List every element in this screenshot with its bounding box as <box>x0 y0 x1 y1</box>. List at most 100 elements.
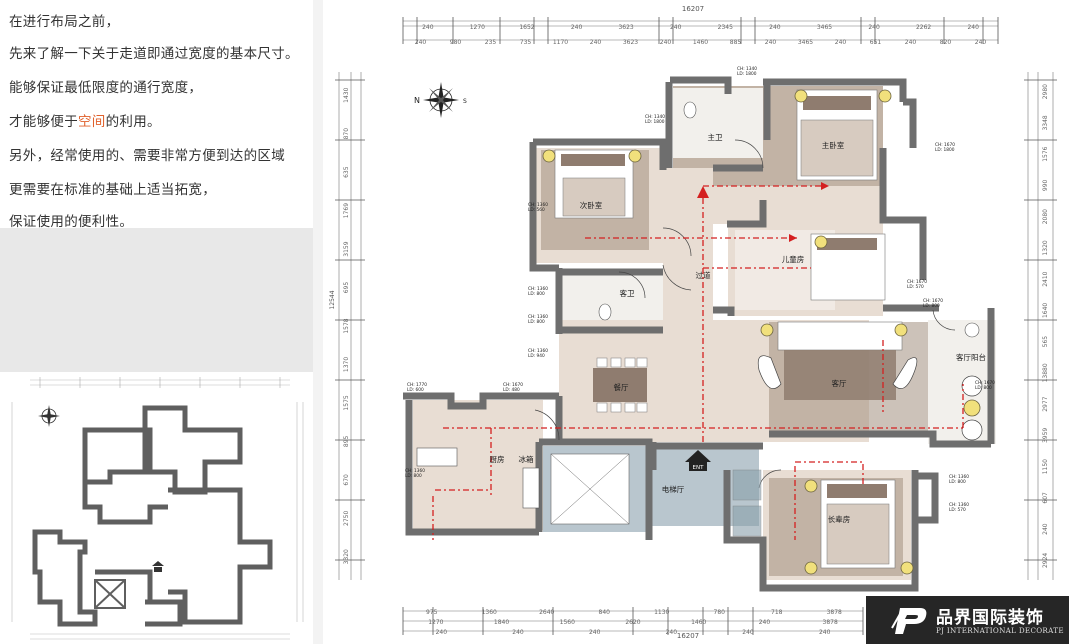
room-guest-bath: 客卫 <box>620 288 635 298</box>
dimension-label-left: 670 <box>343 474 350 486</box>
window-tag-ld: LD: 570 <box>949 507 966 513</box>
intro-line-7: 保证使用的便利性。 <box>9 214 134 230</box>
intro-text-card: 在进行布局之前， 先来了解一下关于走道即通过宽度的基本尺寸。 能够保证最低限度的… <box>0 0 313 230</box>
dimension-label-bottom: 1840 <box>494 619 509 626</box>
compass-s: S <box>463 98 467 105</box>
dimension-label-top: 240 <box>868 24 880 31</box>
dimension-label-top: 3465 <box>817 24 832 31</box>
dimension-label-left: 695 <box>343 282 350 294</box>
window-tag-ld: LD: 800 <box>528 319 545 325</box>
room-kids: 儿童房 <box>782 254 805 264</box>
window-tag-ch: CH: 1360 <box>528 348 548 354</box>
dimension-label-top: 240 <box>660 39 672 46</box>
dimension-label-top: 240 <box>670 24 682 31</box>
brand-name-cn: 品界国际装饰 <box>936 608 1044 628</box>
window-tag-ch: CH: 1670 <box>975 380 995 386</box>
window-tag-ld: LD: 800 <box>975 385 992 391</box>
window-tag-ch: CH: 1360 <box>405 468 425 474</box>
window-tag-ld: LD: 1800 <box>935 147 955 153</box>
dimension-label-right: 1576 <box>1042 146 1049 161</box>
dimension-label-right: 2977 <box>1042 396 1049 411</box>
entry-label: ENT <box>693 465 705 471</box>
room-elevator-hall: 电梯厅 <box>662 484 685 494</box>
room-corridor: 过道 <box>696 270 711 280</box>
dimension-label-top: 240 <box>590 39 602 46</box>
dimension-label-left: 1769 <box>343 203 350 218</box>
dimension-label-right: 2924 <box>1042 553 1049 568</box>
intro-line-6: 更需要在标准的基础上适当拓宽， <box>9 182 216 198</box>
flow-arrow-kids <box>789 234 797 242</box>
room-master-bath: 主卫 <box>708 132 723 142</box>
dimension-label-bottom: 2620 <box>625 619 640 626</box>
dimension-label-bottom: 2640 <box>539 609 554 616</box>
dimension-label-top: 3623 <box>623 39 638 46</box>
window-tag-ld: LD: 800 <box>405 473 422 479</box>
circulation-flow-lines <box>432 185 964 540</box>
window-tag-ld: LD: 800 <box>949 479 966 485</box>
dimension-label-top: 240 <box>765 39 777 46</box>
column-divider <box>313 0 323 644</box>
dimension-label-bottom: 240 <box>759 619 771 626</box>
dimension-label-right: 565 <box>1042 336 1049 348</box>
overall-width-dim: 16207 <box>682 5 704 13</box>
compass-n: N <box>414 96 420 105</box>
dimension-label-top: 1652 <box>519 24 534 31</box>
window-tag-ch: CH: 1340 <box>737 66 757 72</box>
window-tag-ld: LD: 800 <box>528 291 545 297</box>
dimension-label-left: 2750 <box>343 510 350 525</box>
dimension-label-right: 1150 <box>1042 459 1049 474</box>
dimension-label-top: 885 <box>730 39 742 46</box>
dimension-label-right: 990 <box>1042 179 1049 191</box>
window-tag-ch: CH: 1670 <box>923 298 943 304</box>
dimension-label-left: 1578 <box>343 318 350 333</box>
window-tag-ld: LD: 480 <box>503 387 520 393</box>
dimension-label-bottom: 780 <box>714 609 726 616</box>
dimension-label-bottom: 1360 <box>482 609 497 616</box>
overall-width-dim-bottom: 16207 <box>677 632 699 640</box>
dimension-label-top: 240 <box>905 39 917 46</box>
dimension-label-bottom: 840 <box>599 609 611 616</box>
outline-plan-drawing <box>11 377 304 640</box>
dimension-label-bottom: 3878 <box>823 619 838 626</box>
overall-depth-dim: 12544 <box>329 290 336 309</box>
dimension-label-left: 1575 <box>343 395 350 410</box>
thumbnail-entry-icon <box>152 561 164 572</box>
dimension-label-right: 1320 <box>1042 240 1049 255</box>
dimension-label-top: 240 <box>835 39 847 46</box>
dimension-label-right: 607 <box>1042 492 1049 504</box>
intro-line-1: 在进行布局之前， <box>9 14 120 30</box>
dimension-label-bottom: 240 <box>436 629 448 636</box>
dimension-label-top: 1460 <box>693 39 708 46</box>
flow-arrow-right <box>821 182 829 190</box>
dimension-label-bottom: 240 <box>589 629 601 636</box>
dimension-label-left: 3320 <box>343 549 350 564</box>
dimension-label-top: 980 <box>450 39 462 46</box>
dimension-label-top: 3623 <box>618 24 633 31</box>
left-column: 在进行布局之前， 先来了解一下关于走道即通过宽度的基本尺寸。 能够保证最低限度的… <box>0 0 313 644</box>
dimension-label-top: 240 <box>975 39 987 46</box>
compass-icon: N S <box>414 82 467 118</box>
room-living-balcony: 客厅阳台 <box>956 352 986 362</box>
dimension-label-bottom: 718 <box>771 609 783 616</box>
dimension-label-bottom: 240 <box>819 629 831 636</box>
window-tag-ld: LD: 1800 <box>737 71 757 77</box>
pj-logo-icon <box>891 608 927 634</box>
dimension-label-bottom: 240 <box>742 629 754 636</box>
window-tag-ch: CH: 1670 <box>907 279 927 285</box>
dimension-label-bottom: 1460 <box>691 619 706 626</box>
floor-areas <box>413 86 996 580</box>
window-tag-ch: CH: 1670 <box>503 382 523 388</box>
thumbnail-compass-icon <box>38 405 60 427</box>
intro-line-2: 先来了解一下关于走道即通过宽度的基本尺寸。 <box>9 46 299 62</box>
dimension-label-bottom: 1130 <box>654 609 669 616</box>
dimension-label-right: 1640 <box>1042 303 1049 318</box>
window-tag-ld: LD: 1800 <box>645 119 665 125</box>
room-master-bedroom: 主卧室 <box>822 140 845 150</box>
dimension-label-left: 870 <box>343 128 350 140</box>
dimension-label-right: 3959 <box>1042 428 1049 443</box>
room-living: 客厅 <box>832 378 847 388</box>
dimension-label-right: 13880 <box>1042 363 1049 382</box>
dimension-label-right: 3348 <box>1042 115 1049 130</box>
brand-banner: 品界国际装饰 PJ INTERNATIONAL DECORATE <box>866 596 1069 644</box>
window-tag-ch: CH: 1670 <box>935 142 955 148</box>
